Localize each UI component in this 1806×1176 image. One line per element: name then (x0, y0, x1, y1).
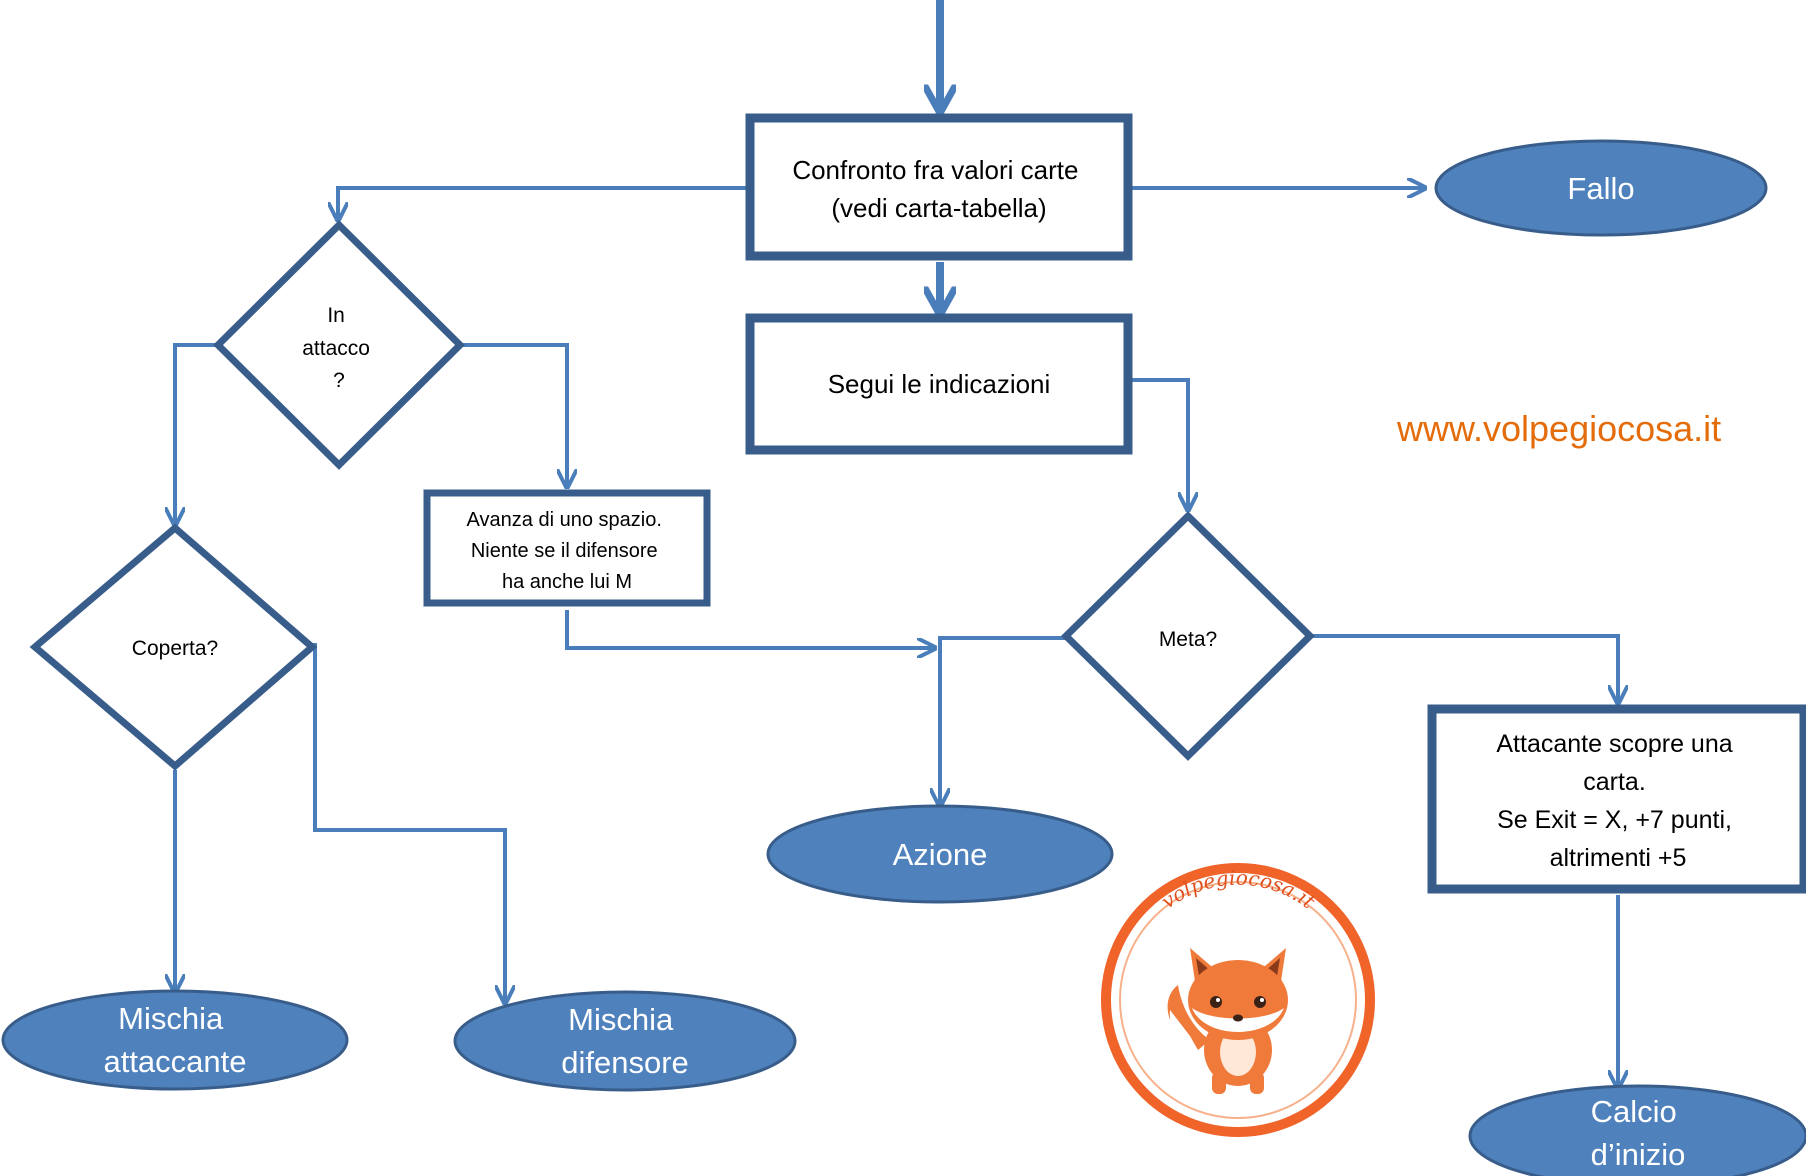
attaccante-label-line3: Se Exit = X, +7 punti, (1497, 806, 1732, 834)
connector-in-attacco-to-avanza (460, 343, 567, 487)
connector-meta-to-azione (940, 636, 1065, 806)
svg-text:Fallo: Fallo (1567, 171, 1634, 206)
svg-text:Coperta?: Coperta? (132, 637, 218, 660)
avanza-box: Avanza di uno spazio. Niente se il difen… (423, 489, 711, 607)
avanza-label-line2: Niente se il difensore (471, 540, 658, 562)
svg-text:Avanza di uno spazio. Ni: Avanza di uno spazio. Niente se il difen… (467, 509, 668, 593)
connector-in-attacco-to-coperta (175, 343, 218, 525)
meta-label: Meta? (1159, 628, 1217, 651)
attaccante-label-line1: Attacante scopre una (1496, 730, 1732, 758)
attaccante-label-line4: altrimenti +5 (1550, 844, 1687, 872)
avanza-label-line3: ha anche lui M (502, 571, 632, 593)
svg-text:In attacco ?: In attacco ? (302, 304, 376, 392)
fox-icon (1167, 948, 1288, 1094)
connector-segui-to-meta (1128, 378, 1188, 510)
mischia-attaccante-label-line2: attaccante (103, 1044, 246, 1079)
mischia-difensore-label-line2: difensore (561, 1045, 689, 1080)
calcio-inizio-label-line2: d’inizio (1591, 1137, 1686, 1172)
svg-text:Calcio d’inizio: Calcio d’inizio (1591, 1094, 1686, 1172)
fallo-label: Fallo (1567, 171, 1634, 206)
mischia-difensore-ellipse: Mischia difensore (453, 990, 797, 1092)
in-attacco-label-line1: In (327, 304, 345, 327)
calcio-inizio-ellipse: Calcio d’inizio (1468, 1084, 1806, 1176)
coperta-label: Coperta? (132, 637, 218, 660)
confronto-label-line1: Confronto fra valori carte (792, 155, 1078, 185)
confronto-label-line2: (vedi carta-tabella) (831, 193, 1046, 223)
attaccante-scopre-box: Attacante scopre una carta. Se Exit = X,… (1427, 704, 1806, 894)
azione-ellipse: Azione (766, 804, 1114, 904)
calcio-inizio-label-line1: Calcio (1591, 1094, 1677, 1129)
in-attacco-diamond: In attacco ? (213, 220, 465, 470)
fallo-ellipse: Fallo (1434, 139, 1768, 237)
website-url: www.volpegiocosa.it (1396, 408, 1721, 449)
svg-text:Meta?: Meta? (1159, 628, 1217, 651)
mischia-attaccante-label-line1: Mischia (118, 1001, 224, 1036)
svg-text:Mischia difensore: Mischia difensore (561, 1002, 689, 1080)
coperta-diamond: Coperta? (29, 523, 318, 771)
svg-text:Confronto fra valori carte: Confronto fra valori carte (vedi carta-t… (792, 155, 1085, 223)
connector-coperta-to-mischia-difensore (312, 643, 505, 1003)
connectors (175, 0, 1618, 1088)
segui-box: Segui le indicazioni (745, 313, 1133, 455)
mischia-attaccante-ellipse: Mischia attaccante (1, 989, 349, 1091)
connector-confronto-to-in-attacco (338, 186, 748, 220)
svg-text:Azione: Azione (893, 837, 988, 872)
svg-text:Segui le indicazioni: Segui le indicazioni (828, 369, 1051, 399)
attaccante-label-line2: carta. (1583, 768, 1646, 796)
meta-diamond: Meta? (1061, 511, 1315, 761)
in-attacco-label-line3: ? (333, 369, 345, 392)
connector-avanza-to-azione-line (565, 610, 935, 648)
segui-label: Segui le indicazioni (828, 369, 1051, 399)
azione-label: Azione (893, 837, 988, 872)
avanza-label-line1: Avanza di uno spazio. (467, 509, 662, 531)
connector-meta-to-attaccante (1310, 634, 1618, 703)
confronto-box: Confronto fra valori carte (vedi carta-t… (745, 113, 1133, 261)
svg-text:Mischia attaccante: Mischia attaccante (103, 1001, 246, 1079)
svg-text:Attacante scopre una car: Attacante scopre una carta. Se Exit = X,… (1496, 730, 1739, 872)
mischia-difensore-label-line1: Mischia (568, 1002, 674, 1037)
in-attacco-label-line2: attacco (302, 337, 370, 360)
volpegiocosa-logo: volpegiocosa.it (1101, 863, 1375, 1137)
